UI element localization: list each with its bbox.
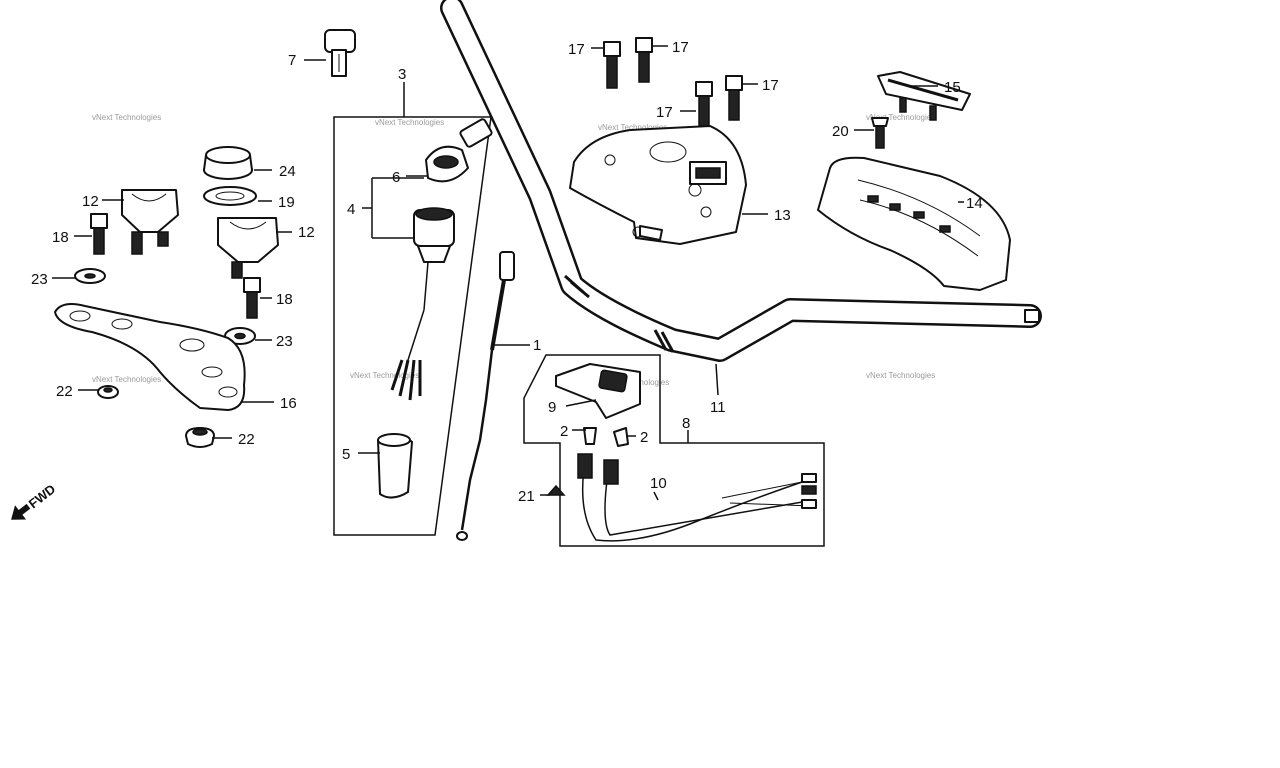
- callout-23-right: 23: [276, 333, 293, 350]
- callout-18-right: 18: [276, 291, 293, 308]
- callout-2-left: 2: [560, 423, 568, 440]
- callout-17-a: 17: [568, 41, 585, 58]
- fwd-arrow-icon: [11, 503, 31, 520]
- callout-12-right: 12: [298, 224, 315, 241]
- leader-lines: [52, 45, 964, 501]
- callout-17-c: 17: [656, 104, 673, 121]
- ignition-switch-group: [333, 116, 493, 536]
- callout-18-left: 18: [52, 229, 69, 246]
- handlebar-tube: [440, 0, 1042, 362]
- bolt-17-d: [725, 75, 743, 121]
- bolt-17-c: [695, 81, 713, 127]
- callout-3: 3: [398, 66, 406, 83]
- watermark-8: vNext Technologies: [866, 371, 935, 380]
- nut-right-part: [185, 427, 215, 448]
- bolt-right-part: [243, 277, 261, 319]
- callout-23-left: 23: [31, 271, 48, 288]
- washer-part: [203, 186, 257, 206]
- forward-direction-indicator: FWD: [11, 481, 59, 520]
- callout-17-b: 17: [672, 39, 689, 56]
- watermark-3: vNext Technologies: [598, 123, 667, 132]
- watermark-2: vNext Technologies: [375, 118, 444, 127]
- upper-plate-part: [54, 303, 246, 411]
- callout-7: 7: [288, 52, 296, 69]
- watermark-4: vNext Technologies: [866, 113, 935, 122]
- nut-left-part: [97, 385, 119, 399]
- callout-labels: 7 3 6 4 5 1 24 19 12 12 18 18 23 23 22 1…: [31, 39, 983, 505]
- callout-13: 13: [774, 207, 791, 224]
- callout-20: 20: [832, 123, 849, 140]
- callout-22-left: 22: [56, 383, 73, 400]
- watermark-6: vNext Technologies: [350, 371, 419, 380]
- callout-14: 14: [966, 195, 983, 212]
- callout-11: 11: [710, 399, 726, 416]
- callout-12-left: 12: [82, 193, 99, 210]
- callout-4: 4: [347, 201, 355, 218]
- bolt-left-part: [90, 213, 108, 255]
- emblem-part: [877, 71, 971, 121]
- switch-group: [523, 354, 825, 547]
- callout-6: 6: [392, 169, 400, 186]
- callout-15: 15: [944, 79, 961, 96]
- callout-24: 24: [279, 163, 296, 180]
- meter-housing-part: [569, 125, 747, 245]
- handlebar-mount-group: [54, 29, 356, 448]
- callout-8: 8: [682, 415, 690, 432]
- callout-21: 21: [518, 488, 535, 505]
- bolt-17-a: [603, 41, 621, 89]
- callout-5: 5: [342, 446, 350, 463]
- callout-2-right: 2: [640, 429, 648, 446]
- washer-left-part: [74, 268, 106, 284]
- callout-17-d: 17: [762, 77, 779, 94]
- holder-lower-part: [217, 217, 279, 279]
- cap-nut-part: [203, 146, 253, 180]
- holder-upper-part: [121, 189, 179, 255]
- fwd-label: FWD: [26, 481, 59, 511]
- callout-16: 16: [280, 395, 297, 412]
- throttle-cable: [456, 251, 515, 541]
- watermark-5: vNext Technologies: [92, 375, 161, 384]
- callout-22-right: 22: [238, 431, 255, 448]
- key-part: [324, 29, 356, 77]
- watermark-1: vNext Technologies: [92, 113, 161, 122]
- bolt-17-b: [635, 37, 653, 83]
- callout-9: 9: [548, 399, 556, 416]
- handlebar-cover-part: [817, 156, 1011, 291]
- callout-10: 10: [650, 475, 667, 492]
- screw-part: [871, 117, 889, 149]
- callout-19: 19: [278, 194, 295, 211]
- callout-1: 1: [533, 337, 541, 354]
